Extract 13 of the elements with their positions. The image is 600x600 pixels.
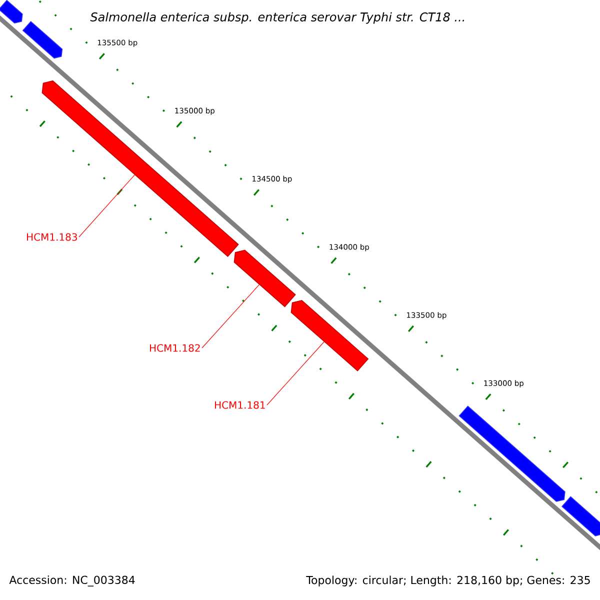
- gene-label: HCM1.181: [215, 401, 265, 409]
- title: Salmonella enterica subsp. enterica serovar Typhi str. CT18 ...: [90, 12, 464, 24]
- gene-block: [234, 250, 296, 308]
- gene-block: [458, 406, 566, 502]
- topology-text: Topology: circular; Length: 218,160 bp; Genes: 235: [306, 576, 590, 586]
- leader-line: [202, 284, 260, 348]
- leader-line: [266, 342, 324, 406]
- gene-label: HCM1.182: [150, 344, 200, 352]
- gene-label: HCM1.183: [27, 233, 77, 241]
- gene-block: [0, 0, 23, 24]
- accession-text: Accession: NC_003384: [9, 576, 135, 586]
- leader-line: [78, 174, 135, 238]
- gene-block: [561, 496, 600, 536]
